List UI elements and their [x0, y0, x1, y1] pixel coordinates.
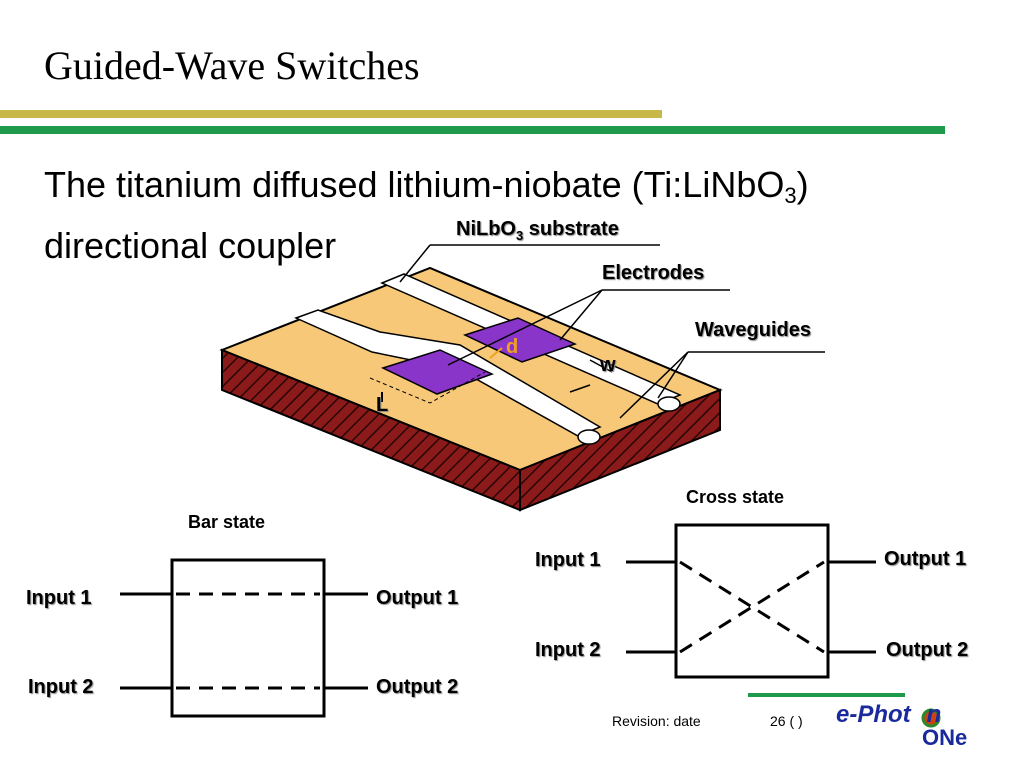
substrate-right-side [519, 388, 721, 512]
cross-input1-label: Input 1 [535, 549, 601, 571]
logo-line1: e-Phot [836, 701, 911, 728]
page-number: 26 ( ) [770, 713, 803, 729]
electrode-top [462, 317, 578, 363]
cross-path-2 [679, 560, 825, 654]
slide-title: Guided-Wave Switches [44, 43, 420, 88]
waveguide-lower [294, 309, 602, 437]
L-label: L [376, 394, 389, 416]
waveguide-upper-end [657, 396, 681, 412]
logo-line1-end: n [926, 701, 942, 728]
bar-state-caption: Bar state [188, 512, 266, 532]
waveguides-label: Waveguides [695, 319, 811, 341]
ephoton-logo: e-Phot n [836, 702, 941, 728]
waveguides-leader-1 [619, 351, 689, 419]
substrate-label: NiLbO3 substrate [456, 218, 619, 243]
w-arrow-2 [569, 384, 591, 393]
cross-output2-label: Output 2 [886, 639, 969, 661]
slide-subtitle: The titanium diffused lithium-niobate (T… [44, 160, 944, 271]
d-arrow [489, 347, 503, 359]
substrate-label-suffix: substrate [523, 218, 619, 240]
waveguide-lower-end [577, 429, 601, 445]
d-label: d [506, 336, 519, 358]
subtitle-line1-text: The titanium diffused lithium-niobate (T… [44, 164, 785, 205]
revision-text: Revision: date [612, 713, 701, 729]
cross-state-caption: Cross state [686, 487, 785, 507]
bar-input2-label: Input 2 [28, 676, 94, 698]
title-rule-olive [0, 110, 662, 118]
subtitle-line2-text: directional coupler [44, 225, 337, 266]
electrodes-leader-1 [559, 289, 603, 341]
cross-input2-label: Input 2 [535, 639, 601, 661]
subtitle-line1-subscript: 3 [784, 183, 797, 208]
ephoton-logo-line2: ONe [922, 725, 968, 750]
title-rule-green [0, 126, 945, 134]
w-label: w [600, 354, 616, 376]
substrate-label-text: NiLbO [456, 218, 516, 240]
substrate-leader-diag [399, 244, 431, 283]
length-marker [369, 371, 486, 404]
w-arrow-1 [589, 359, 613, 373]
subtitle-line1-close: ) [796, 164, 809, 205]
electrodes-label: Electrodes [602, 262, 705, 284]
substrate-label-subscript: 3 [516, 228, 524, 243]
bar-output1-label: Output 1 [376, 587, 459, 609]
waveguides-leader-2 [657, 351, 689, 399]
bar-state-box [170, 558, 326, 718]
cross-output1-label: Output 1 [884, 548, 967, 570]
cross-path-1 [679, 560, 825, 654]
bar-input1-label: Input 1 [26, 587, 92, 609]
logo-globe-icon [921, 708, 941, 728]
bar-output2-label: Output 2 [376, 676, 459, 698]
electrodes-leader-2 [447, 289, 603, 366]
cross-state-box [674, 523, 830, 679]
